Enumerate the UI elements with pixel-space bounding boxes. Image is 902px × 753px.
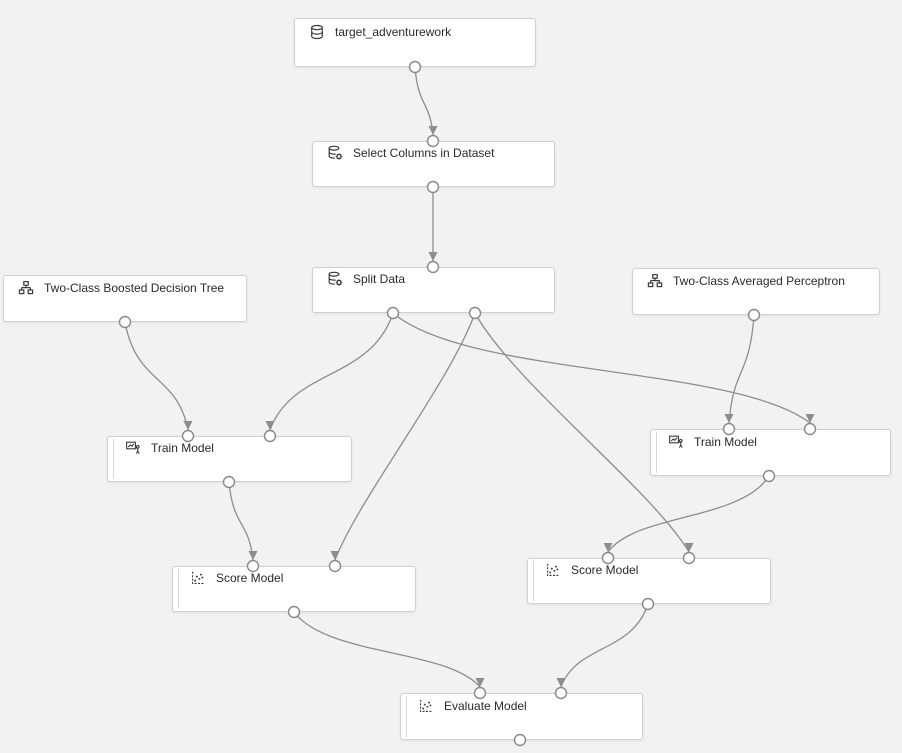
node-label: Two-Class Averaged Perceptron: [673, 273, 845, 288]
node-label: target_adventurework: [335, 24, 452, 39]
score-left-in2-port[interactable]: [328, 559, 342, 573]
database-gear-icon: [327, 271, 343, 287]
arrowhead-icon: [475, 678, 485, 687]
perceptron-out-port[interactable]: [747, 308, 761, 322]
node-label: Evaluate Model: [444, 698, 527, 713]
node-score-left[interactable]: Score Model: [172, 566, 416, 612]
node-label: Split Data: [353, 272, 406, 286]
edge-train-right.out-to-score-right.in1[interactable]: [607, 475, 770, 553]
score-right-out-port[interactable]: [641, 597, 655, 611]
evaluate-in2-port[interactable]: [554, 686, 568, 700]
score-left-out-port[interactable]: [287, 605, 301, 619]
split-data-in-port[interactable]: [426, 260, 440, 274]
node-label: Score Model: [216, 571, 284, 585]
train-left-in2-port[interactable]: [263, 429, 277, 443]
edge-perceptron.out-to-train-right.in1[interactable]: [728, 314, 755, 424]
node-label: Score Model: [571, 563, 639, 577]
node-boosted-tree[interactable]: Two-Class Boosted Decision Tree: [3, 275, 247, 322]
edge-split-data.out1-to-train-right.in2[interactable]: [392, 312, 811, 424]
train-left-out-port[interactable]: [222, 475, 236, 489]
node-split-data[interactable]: Split Data: [312, 267, 555, 313]
edge-train-left.out-to-score-left.in1[interactable]: [228, 481, 254, 561]
train-right-in1-port[interactable]: [722, 422, 736, 436]
node-label: Train Model: [151, 441, 214, 455]
train-right-in2-port[interactable]: [803, 422, 817, 436]
train-left-in1-port[interactable]: [181, 429, 195, 443]
evaluate-in1-port[interactable]: [473, 686, 487, 700]
node-train-left[interactable]: Train Model: [107, 436, 352, 482]
scatter-plot-icon: [545, 562, 561, 578]
node-label: Train Model: [694, 434, 757, 449]
arrowhead-icon: [805, 414, 815, 423]
node-train-right[interactable]: Train Model: [650, 429, 891, 476]
database-gear-icon: [327, 145, 343, 161]
node-score-right[interactable]: Score Model: [527, 558, 771, 604]
dataset-out-port[interactable]: [408, 60, 422, 74]
edge-boosted-tree.out-to-train-left.in1[interactable]: [124, 321, 189, 431]
score-left-in1-port[interactable]: [246, 559, 260, 573]
node-perceptron[interactable]: Two-Class Averaged Perceptron: [632, 268, 880, 315]
select-columns-out-port[interactable]: [426, 180, 440, 194]
node-dataset[interactable]: target_adventurework: [294, 18, 536, 67]
node-label: Select Columns in Dataset: [353, 146, 495, 160]
evaluate-out-port[interactable]: [513, 733, 527, 747]
score-right-in1-port[interactable]: [601, 551, 615, 565]
train-model-icon: [125, 440, 141, 456]
sitemap-icon: [647, 273, 663, 289]
node-select-columns[interactable]: Select Columns in Dataset: [312, 141, 555, 187]
train-model-icon: [668, 434, 684, 450]
node-label: Two-Class Boosted Decision Tree: [44, 280, 225, 295]
edge-score-right.out-to-evaluate.in2[interactable]: [560, 603, 649, 688]
split-data-out1-port[interactable]: [386, 306, 400, 320]
scatter-plot-icon: [418, 698, 434, 714]
select-columns-in-port[interactable]: [426, 134, 440, 148]
edge-score-left.out-to-evaluate.in1[interactable]: [293, 611, 481, 688]
train-right-out-port[interactable]: [762, 469, 776, 483]
edge-split-data.out2-to-score-left.in2[interactable]: [334, 312, 476, 561]
sitemap-icon: [18, 280, 34, 296]
score-right-in2-port[interactable]: [682, 551, 696, 565]
edge-split-data.out1-to-train-left.in2[interactable]: [269, 312, 394, 431]
edge-split-data.out2-to-score-right.in2[interactable]: [474, 312, 690, 553]
split-data-out2-port[interactable]: [468, 306, 482, 320]
database-icon: [309, 24, 325, 40]
scatter-plot-icon: [190, 570, 206, 586]
node-evaluate[interactable]: Evaluate Model: [400, 693, 643, 740]
edge-dataset.out-to-select-columns.in[interactable]: [414, 66, 434, 136]
boosted-tree-out-port[interactable]: [118, 315, 132, 329]
